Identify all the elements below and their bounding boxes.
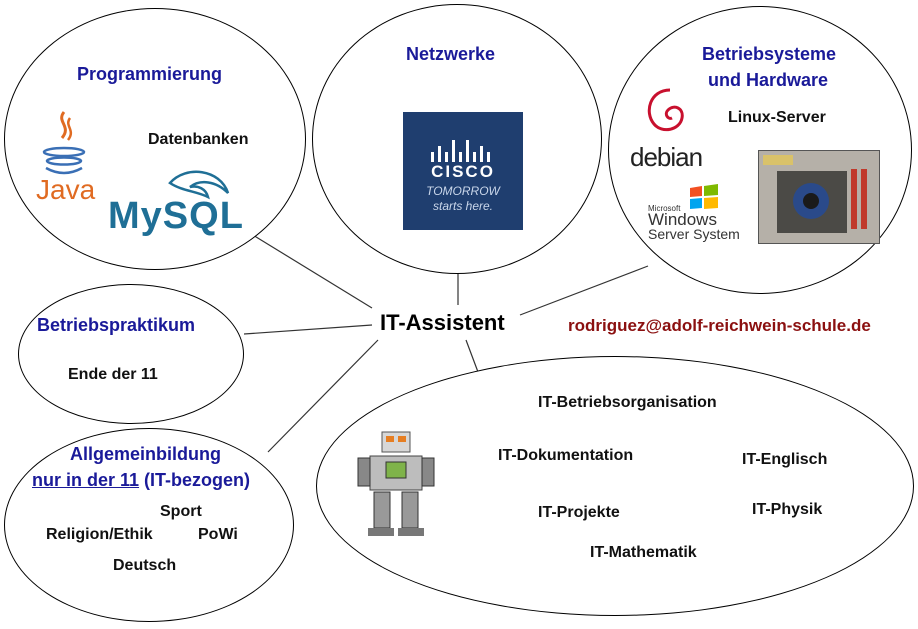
cisco-tagline-1: TOMORROW [426,184,500,198]
subject-projekte: IT-Projekte [538,504,620,521]
windows-text: Windows [648,210,717,229]
mainboard-icon [759,151,879,243]
subject-englisch: IT-Englisch [742,451,828,468]
subject-betriebsorganisation: IT-Betriebsorganisation [538,394,717,411]
subject-deutsch: Deutsch [113,557,177,574]
bubble-programmierung [4,8,306,270]
betriebssysteme-title-1: Betriebsysteme [702,44,837,64]
subject-powi: PoWi [198,526,238,543]
java-text: Java [36,174,96,205]
debian-swirl-icon [647,88,684,132]
cisco-bars-icon [431,140,490,162]
line-allgemein [267,339,379,453]
java-logo: Java [34,108,96,208]
robot-image [356,428,436,540]
windows-server-text: Server System [648,226,740,242]
hardware-photo [758,150,880,244]
cisco-logo: CISCO TOMORROW starts here. [403,112,523,230]
betriebssysteme-title-2: und Hardware [708,70,829,90]
debian-logo: debian [630,82,710,177]
center-title: IT-Assistent [380,310,505,335]
windows-microsoft-text: Microsoft [648,204,681,213]
cisco-tagline-2: starts here. [432,199,494,213]
contact-email[interactable]: rodriguez@adolf-reichwein-schule.de [568,316,871,335]
dolphin-icon [168,170,230,200]
windows-flag-icon [690,184,718,209]
netzwerke-title: Netzwerke [406,44,496,64]
line-it-subjects [465,339,479,373]
bubble-allgemein [4,428,294,622]
allgemein-title-rest: (IT-bezogen) [139,470,251,490]
linux-server-label: Linux-Server [728,109,826,126]
windows-server-logo: Microsoft Windows Server System [648,182,748,242]
robot-icon [357,431,435,536]
allgemein-title-underlined: nur in der 11 [32,470,140,490]
datenbanken-label: Datenbanken [148,131,249,148]
line-programmierung [247,231,373,309]
java-icon [42,111,86,175]
debian-text: debian [630,142,703,172]
subject-sport: Sport [160,503,202,520]
line-betriebssysteme [519,265,649,316]
subject-mathematik: IT-Mathematik [590,544,697,561]
subject-physik: IT-Physik [752,501,823,518]
praktikum-sub: Ende der 11 [68,366,158,383]
cisco-brand: CISCO [431,162,495,181]
praktikum-title: Betriebspraktikum [37,315,196,335]
allgemein-title-2: nur in der 11 (IT-bezogen) [32,470,250,491]
line-praktikum [243,324,373,335]
subject-religion: Religion/Ethik [46,526,153,543]
programmierung-title: Programmierung [77,64,223,84]
mysql-text: MySQL [108,195,244,237]
subject-dokumentation: IT-Dokumentation [498,447,634,464]
mysql-logo: MySQL [108,165,258,240]
allgemein-title-1: Allgemeinbildung [70,444,221,464]
bubble-praktikum [18,284,244,424]
